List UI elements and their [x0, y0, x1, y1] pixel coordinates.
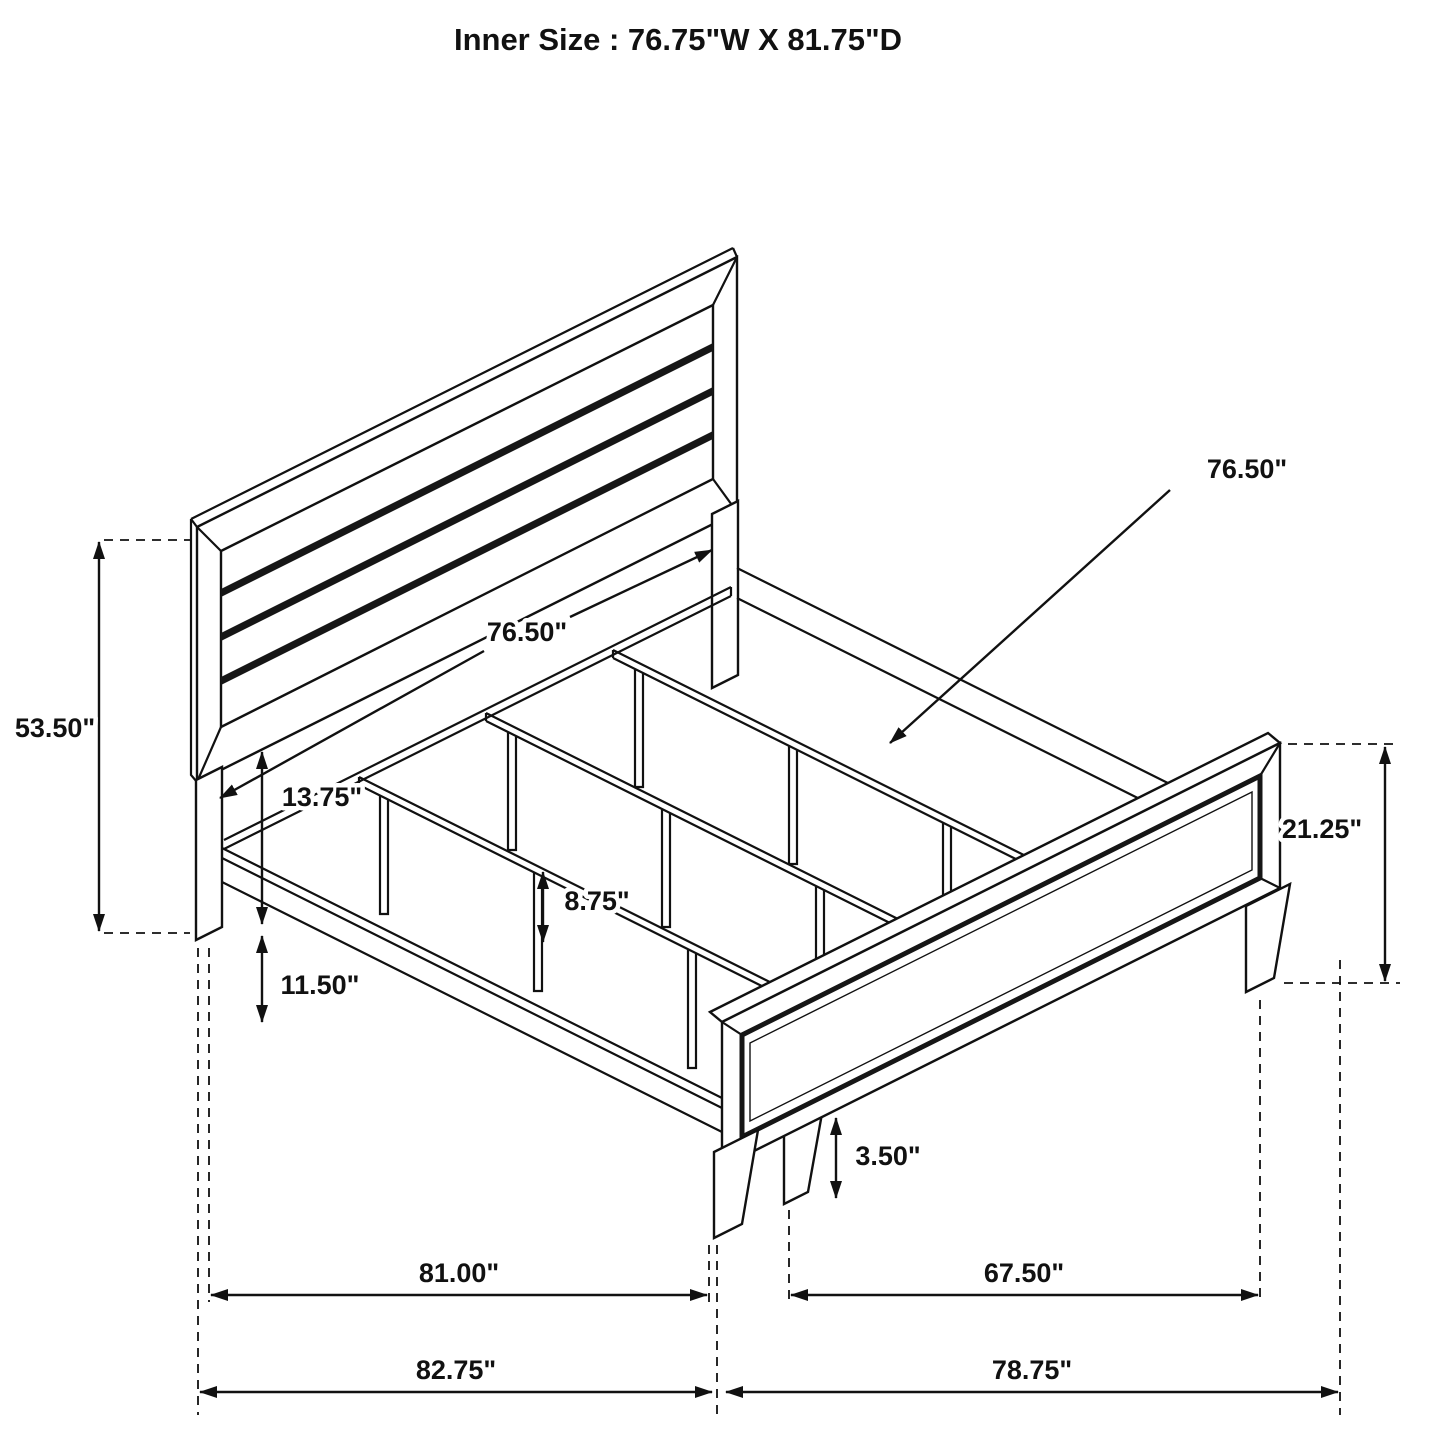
dim-label-foot-height: 3.50": [855, 1141, 920, 1171]
extension-lines: [104, 539, 1400, 1415]
dim-label-headboard-width: 76.50": [487, 617, 567, 647]
center-rail-2-legs: [506, 732, 826, 1006]
dim-label-floor-to-side-rail: 11.50": [281, 970, 360, 1000]
footboard-bevel-lines: [721, 742, 1281, 1168]
dim-label-overall-depth: 82.75": [416, 1355, 496, 1385]
headboard: [189, 247, 739, 784]
headboard-slat-gap-2: [221, 387, 713, 641]
headboard-slat-gap-3: [221, 431, 713, 685]
footboard-foot-left: [712, 1127, 760, 1240]
dim-label-support-leg-height: 8.75": [564, 886, 629, 916]
page-title: Inner Size : 76.75"W X 81.75"D: [454, 22, 902, 57]
headboard-bevel-lines: [195, 256, 738, 783]
dim-label-slat-rail-length: 76.50": [1207, 454, 1287, 484]
dimension-annotations: 53.50" 13.75" 11.50" 8.75" 3.50" 21.25" …: [10, 450, 1400, 1415]
dim-label-side-rail-length: 81.00": [419, 1258, 499, 1288]
leader-headboard-width-left: [219, 649, 485, 800]
footboard-inner-panel-line: [749, 790, 1253, 1123]
cross-support-rail: [223, 586, 733, 850]
leader-slat-rail-length: [889, 489, 1171, 744]
dim-label-footboard-foot-span: 67.50": [984, 1258, 1064, 1288]
footboard-foot-right: [1244, 881, 1292, 994]
dim-label-floor-to-headboard-panel: 13.75": [282, 782, 362, 812]
footboard: [707, 731, 1283, 1169]
headboard-edge-thickness: [189, 247, 739, 783]
headboard-post-right: [710, 499, 740, 690]
dim-label-overall-width: 78.75": [992, 1355, 1072, 1385]
center-rail-3-legs: [633, 669, 953, 943]
headboard-slat-gap-1: [221, 343, 713, 597]
dim-label-headboard-height: 53.50": [15, 713, 95, 743]
bed-frame-drawing: [189, 247, 1292, 1240]
center-rail-1-legs: [378, 796, 698, 1070]
dim-label-footboard-height: 21.25": [1282, 814, 1362, 844]
headboard-post-left: [194, 765, 224, 942]
leader-headboard-width-right: [569, 548, 713, 619]
side-rail-front: [221, 847, 725, 1134]
footboard-inner-panel: [739, 771, 1263, 1142]
